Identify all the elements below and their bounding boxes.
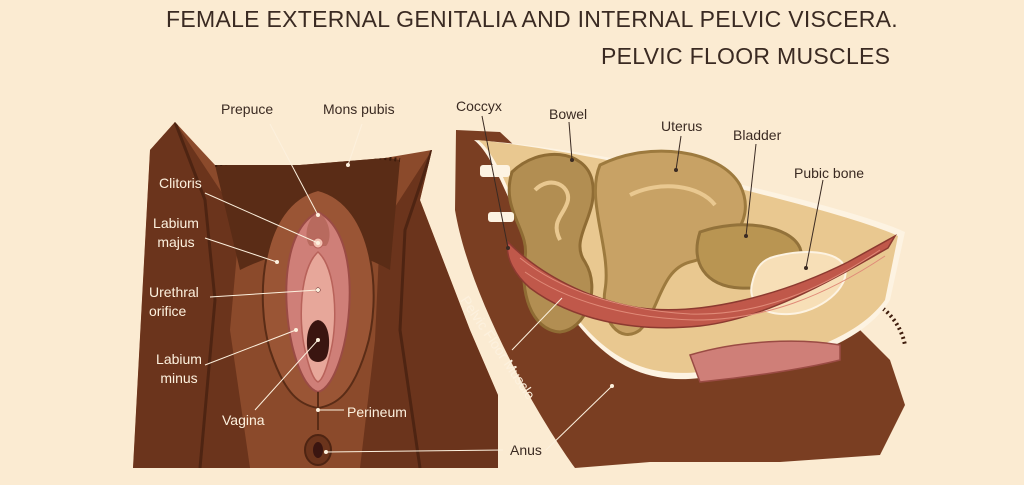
vagina-label: Vagina xyxy=(222,412,265,428)
main-title: FEMALE EXTERNAL GENITALIA AND INTERNAL P… xyxy=(166,6,898,32)
sub-title: PELVIC FLOOR MUSCLES xyxy=(601,43,891,69)
bladder-label: Bladder xyxy=(733,127,782,143)
coccyx-label: Coccyx xyxy=(456,98,502,114)
labium-minus-label-line2: minus xyxy=(160,370,198,386)
bowel-label: Bowel xyxy=(549,106,588,122)
pelvic-outer-band xyxy=(455,130,905,468)
uterus-label: Uterus xyxy=(661,118,703,134)
urethral-orifice-label-line2: orifice xyxy=(149,303,187,319)
prepuce-shape xyxy=(306,212,330,246)
pubic-bone-label: Pubic bone xyxy=(794,165,865,181)
labium-majus-label-line1: Labium xyxy=(153,215,199,231)
labium-majus-label: Labium majus xyxy=(151,214,201,252)
mons-pubis-label: Mons pubis xyxy=(323,101,395,117)
perineum-label: Perineum xyxy=(347,404,407,420)
labium-minus-label-line1: Labium xyxy=(156,351,202,367)
urethral-orifice-label-line1: Urethral xyxy=(149,284,199,300)
external-genitalia-figure xyxy=(133,122,504,468)
pelvic-viscera-figure xyxy=(455,115,907,468)
urethral-orifice-label: Urethral orifice xyxy=(149,283,199,321)
prepuce-label: Prepuce xyxy=(221,101,274,117)
anus-label: Anus xyxy=(510,442,542,458)
labium-minus-label: Labium minus xyxy=(154,350,204,388)
labium-majus-label-line2: majus xyxy=(157,234,195,250)
clitoris-label: Clitoris xyxy=(159,175,202,191)
